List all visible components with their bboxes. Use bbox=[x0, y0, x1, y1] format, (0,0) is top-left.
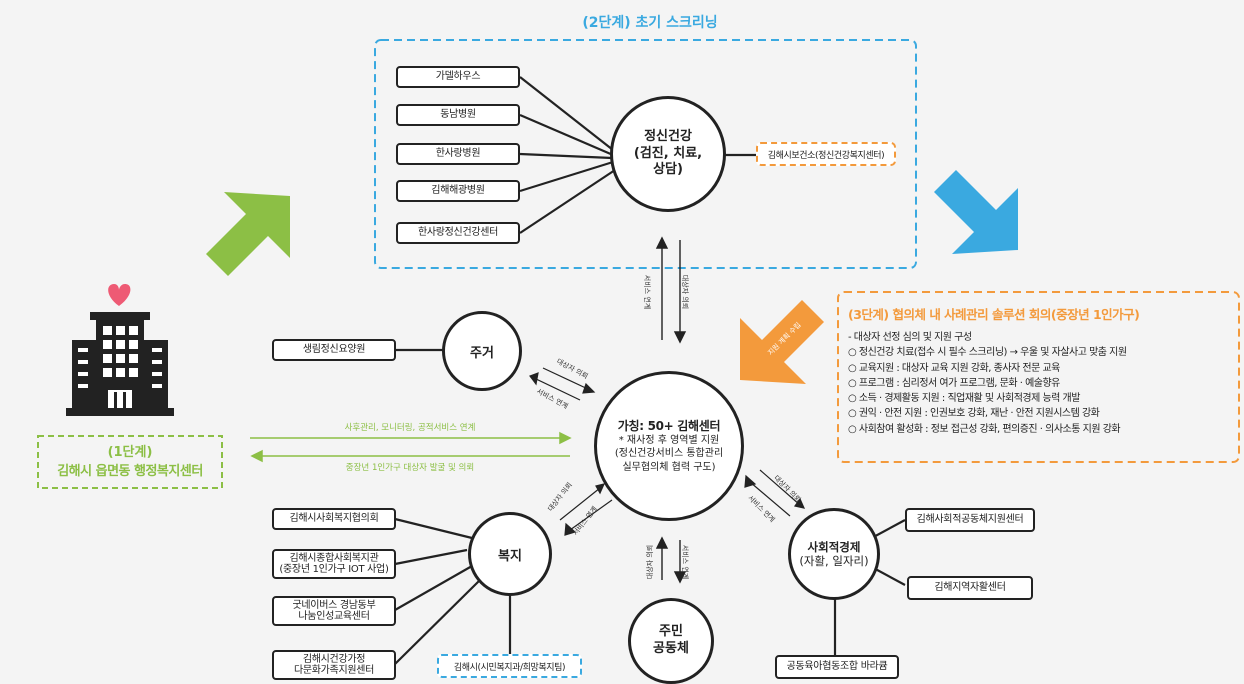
top-link-arrows bbox=[655, 236, 687, 344]
social-economy-line-1: 사회적경제 bbox=[807, 539, 861, 554]
partner-community-welfare-line-1: 김해시종합사회복지관 bbox=[289, 552, 379, 564]
orange-arrow-icon bbox=[740, 300, 824, 384]
partner-family-center-line-1: 김해시건강가정 bbox=[302, 653, 366, 665]
link-label-bottom-service: 서비스 연계 bbox=[681, 544, 690, 580]
partner-family-center-line-2: 다문화가족지원센터 bbox=[293, 665, 375, 676]
partner-gadel-house: 가델하우스 bbox=[396, 66, 520, 88]
stage2-connectors bbox=[519, 76, 758, 234]
bottom-link-arrows bbox=[655, 536, 687, 584]
partner-goodneighbors: 굿네이버스 경남동부 나눔인성교육센터 bbox=[272, 596, 396, 626]
community-circle: 주민 공동체 bbox=[628, 598, 714, 684]
welfare-link-arrows bbox=[559, 483, 613, 536]
mental-health-line-1: 정신건강 bbox=[644, 128, 692, 144]
green-arrow-icon bbox=[206, 192, 290, 276]
community-line-2: 공동체 bbox=[653, 641, 689, 656]
center-line-3: 실무협의체 협력 구도) bbox=[622, 461, 716, 473]
partner-social-community-center: 김해사회적공동체지원센터 bbox=[905, 508, 1035, 532]
stage3-dashed-box bbox=[837, 291, 1240, 463]
stage2-title: (2단계) 초기 스크리닝 bbox=[582, 15, 718, 31]
partner-goodneighbors-line-2: 나눔인성교육센터 bbox=[298, 611, 370, 622]
link-label-bottom-referral: 대상자 의뢰 bbox=[646, 544, 655, 580]
stage1-right-arrow-label: 사후관리, 모니터링, 공적서비스 연계 bbox=[344, 423, 476, 433]
partner-saenglim: 생림정신요양원 bbox=[272, 339, 396, 361]
stage1-subtitle: 김해시 읍면동 행정복지센터 bbox=[57, 464, 203, 479]
stage3-item: - 대상자 선정 심의 및 지원 구성 bbox=[848, 332, 972, 343]
social-economy-line-2: (자활, 일자리) bbox=[799, 554, 869, 568]
blue-arrow-icon bbox=[934, 170, 1018, 254]
partner-welfare-council-label: 김해시사회복지협의회 bbox=[289, 513, 379, 525]
partner-hansarang-mental-center: 한사랑정신건강센터 bbox=[396, 222, 520, 244]
partner-welfare-council: 김해시사회복지협의회 bbox=[272, 508, 396, 530]
partner-family-center: 김해시건강가정 다문화가족지원센터 bbox=[272, 650, 396, 680]
partner-goodneighbors-line-1: 굿네이버스 경남동부 bbox=[292, 599, 376, 611]
health-center-box: 김해시보건소(정신건강복지센터) bbox=[756, 142, 896, 166]
social-economy-circle: 사회적경제 (자활, 일자리) bbox=[788, 508, 880, 600]
mental-health-circle: 정신건강 (검진, 치료, 상담) bbox=[610, 96, 726, 212]
link-label-top-service: 서비스 연계 bbox=[643, 274, 652, 310]
stage3-item: ○ 교육지원 : 대상자 교육 지원 강화, 종사자 전문 교육 bbox=[848, 362, 1060, 374]
mental-health-line-3: 상담) bbox=[653, 162, 683, 178]
partner-hansarang-hospital: 한사랑병원 bbox=[396, 143, 520, 165]
building-icon bbox=[66, 284, 174, 416]
stage3-list: - 대상자 선정 심의 및 지원 구성 ○ 정신건강 치료(접수 시 필수 스크… bbox=[848, 330, 1233, 437]
partner-community-welfare: 김해시종합사회복지관 (중장년 1인가구 IOT 사업) bbox=[272, 549, 396, 579]
welfare-connectors bbox=[394, 517, 512, 665]
mental-health-line-2: (검진, 치료, bbox=[633, 145, 703, 161]
stage2-dashed-box bbox=[374, 39, 917, 269]
stage3-item: ○ 권익 · 안전 지원 : 인권보호 강화, 재난 · 안전 지원시스템 강화 bbox=[848, 408, 1100, 420]
stage3-item: ○ 소득 · 경제활동 지원 : 직업재활 및 사회적경제 능력 개발 bbox=[848, 393, 1080, 405]
heart-icon bbox=[108, 284, 131, 306]
stage1-link-arrows bbox=[250, 431, 572, 463]
housing-circle: 주거 bbox=[442, 311, 522, 391]
center-circle: 가칭: 50+ 김해센터 * 재사정 후 영역별 지원 (정신건강서비스 통합관… bbox=[594, 371, 744, 521]
center-line-2: (정신건강서비스 통합관리 bbox=[614, 448, 724, 460]
center-line-1: * 재사정 후 영역별 지원 bbox=[618, 434, 720, 446]
community-line-1: 주민 bbox=[659, 624, 683, 640]
stage1-dashed-box bbox=[37, 435, 223, 489]
partner-parenting-coop: 공동육아협동조합 바라큠 bbox=[775, 655, 899, 679]
welfare-dept-box: 김해시(시민복지과/희망복지팀) bbox=[437, 654, 582, 678]
stage1-title: (1단계) bbox=[107, 445, 153, 460]
housing-link-arrows bbox=[529, 367, 596, 401]
social-link-arrows bbox=[744, 469, 806, 517]
welfare-circle: 복지 bbox=[468, 512, 552, 596]
partner-self-support-center: 김해지역자활센터 bbox=[907, 576, 1033, 600]
stage1-left-arrow-label: 중장년 1인가구 대상자 발굴 및 의뢰 bbox=[345, 463, 475, 473]
link-label-top-referral: 대상자 의뢰 bbox=[681, 274, 690, 310]
partner-dongnam-hospital: 동남병원 bbox=[396, 104, 520, 126]
partner-community-welfare-line-2: (중장년 1인가구 IOT 사업) bbox=[279, 564, 389, 575]
stage3-item: ○ 사회참여 활성화 : 정보 접근성 강화, 편의증진 · 의사소통 지원 강… bbox=[848, 423, 1121, 435]
partner-haegwang-hospital: 김해해광병원 bbox=[396, 180, 520, 202]
stage3-item: ○ 프로그램 : 심리정서 여가 프로그램, 문화 · 예술향유 bbox=[848, 377, 1060, 389]
stage3-title: (3단계) 협의체 내 사례관리 솔루션 회의(중장년 1인가구) bbox=[848, 307, 1140, 322]
stage3-item: ○ 정신건강 치료(접수 시 필수 스크리닝) → 우울 및 자살사고 맞춤 지… bbox=[848, 347, 1127, 359]
center-title: 가칭: 50+ 김해센터 bbox=[617, 418, 721, 433]
